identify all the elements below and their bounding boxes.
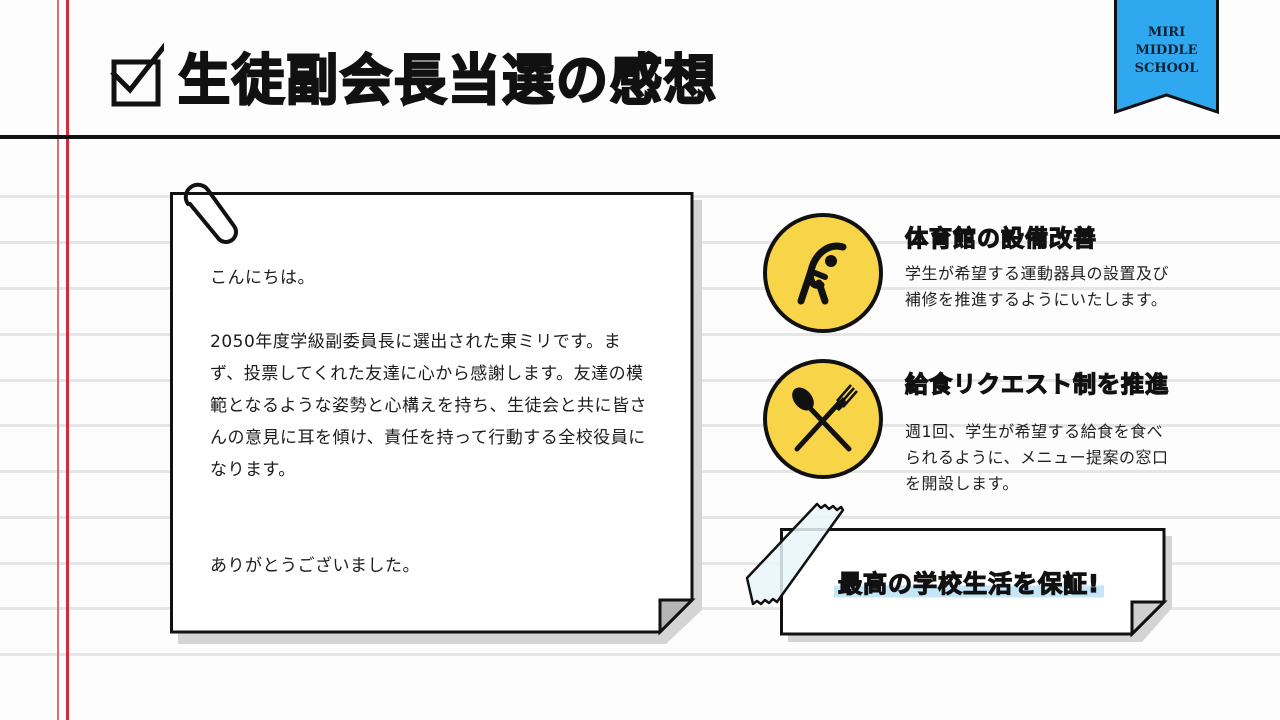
speech-body-text: 2050年度学級副委員長に選出された東ミリです。まず、投票してくれた友達に心から… — [210, 332, 647, 480]
margin-line — [57, 0, 59, 720]
feature-item-lunch: 給食リクエスト制を推進 週1回、学生が希望する給食を食べられるように、メニュー提… — [763, 359, 1203, 493]
page-header: 生徒副会長当選の感想 — [108, 30, 718, 120]
slogan-banner: 最高の学校生活を保証! — [780, 528, 1172, 642]
page-title: 生徒副会長当選の感想 — [177, 48, 719, 113]
checkbox-checked-icon — [110, 42, 164, 107]
header-divider — [0, 135, 1280, 139]
feature-item-gym: 体育館の設備改善 学生が希望する運動器具の設置及び補修を推進するようにいたします… — [763, 213, 1203, 343]
note-paper-shape — [170, 192, 702, 644]
slogan-text: 最高の学校生活を保証! — [834, 564, 1104, 599]
paperclip-icon — [183, 182, 238, 244]
washi-tape-icon — [745, 502, 845, 606]
school-name-line: MIRI — [1147, 25, 1186, 40]
feature-description: 週1回、学生が希望する給食を食べられるように、メニュー提案の窓口を開設します。 — [905, 422, 1169, 493]
feature-description: 学生が希望する運動器具の設置及び補修を推進するようにいたします。 — [905, 264, 1170, 309]
ribbon-icon — [1114, 0, 1219, 114]
greeting-text: こんにちは。 — [210, 268, 315, 288]
feature-title: 体育館の設備改善 — [904, 225, 1097, 252]
feature-icon-badge — [763, 359, 883, 479]
ruled-line — [0, 653, 1280, 656]
school-name: MIRI MIDDLE SCHOOL — [1114, 24, 1219, 78]
speech-note-card: こんにちは。 2050年度学級副委員長に選出された東ミリです。まず、投票してくれ… — [170, 192, 702, 644]
closing-text: ありがとうございました。 — [210, 556, 420, 576]
feature-icon-badge — [763, 213, 883, 333]
feature-title: 給食リクエスト制を推進 — [904, 371, 1169, 398]
speech-text: こんにちは。 2050年度学級副委員長に選出された東ミリです。まず、投票してくれ… — [210, 262, 650, 582]
margin-line — [66, 0, 69, 720]
school-name-line: SCHOOL — [1134, 61, 1199, 76]
spoon-fork-icon — [792, 384, 858, 452]
school-badge: MIRI MIDDLE SCHOOL — [1114, 0, 1219, 114]
school-name-line: MIDDLE — [1135, 43, 1198, 58]
stretching-person-icon — [797, 242, 847, 305]
